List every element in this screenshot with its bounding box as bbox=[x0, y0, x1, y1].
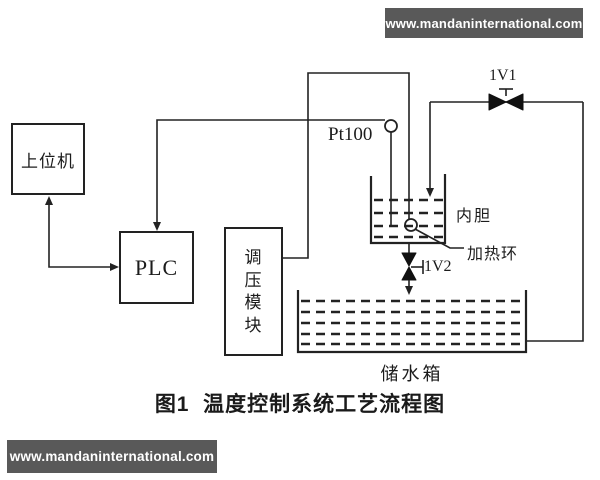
website-banner-top: www.mandaninternational.com bbox=[385, 8, 583, 38]
heating-ring-label: 加热环 bbox=[467, 246, 519, 263]
sensor-wire bbox=[156, 119, 385, 222]
valve-1v2-bottom-icon bbox=[401, 266, 417, 281]
storage-tank-walls bbox=[296, 290, 528, 354]
storage-tank bbox=[296, 290, 528, 354]
return-riser-pipe bbox=[526, 102, 584, 342]
plc-box bbox=[119, 231, 194, 304]
host-plc-link bbox=[45, 196, 119, 271]
supply-pipe bbox=[426, 88, 584, 342]
figure-caption: 图1 温度控制系统工艺流程图 bbox=[154, 393, 446, 416]
voltage-module-label: 调压模块 bbox=[244, 248, 262, 335]
inner-tank-label: 内胆 bbox=[456, 208, 493, 225]
heating-ring-leader-line bbox=[414, 228, 464, 249]
storage-tank-label: 储水箱 bbox=[380, 364, 444, 384]
drain-valve-assembly bbox=[401, 243, 424, 295]
pt100-sensor-label: Pt100 bbox=[328, 124, 373, 145]
valve-1v2-top-icon bbox=[401, 252, 417, 267]
valve-1v2-label: 1V2 bbox=[424, 258, 452, 275]
arrow-down-inlet-icon bbox=[426, 188, 434, 197]
arrow-down-to-plc-icon bbox=[153, 222, 161, 231]
plc-label: PLC bbox=[134, 254, 179, 280]
voltage-module-box bbox=[224, 227, 283, 356]
valve-1v1-right-icon bbox=[505, 93, 524, 111]
arrow-down-drain-icon bbox=[405, 286, 413, 295]
sensor-to-plc-link bbox=[153, 119, 398, 231]
host-computer-label: 上位机 bbox=[21, 151, 75, 171]
pt100-sensor-node bbox=[384, 119, 398, 133]
website-banner-bottom: www.mandaninternational.com bbox=[7, 440, 217, 473]
inner-tank bbox=[369, 174, 447, 245]
heater-power-link bbox=[282, 72, 464, 259]
inner-tank-walls bbox=[369, 174, 447, 245]
valve-1v1-left-icon bbox=[488, 93, 507, 111]
valve-1v1-label: 1V1 bbox=[489, 67, 517, 84]
arrow-right-to-plc-icon bbox=[110, 263, 119, 271]
host-plc-wire bbox=[48, 204, 110, 268]
arrow-up-to-host-icon bbox=[45, 196, 53, 205]
heater-power-wire bbox=[282, 72, 410, 259]
host-computer-box bbox=[11, 123, 85, 195]
